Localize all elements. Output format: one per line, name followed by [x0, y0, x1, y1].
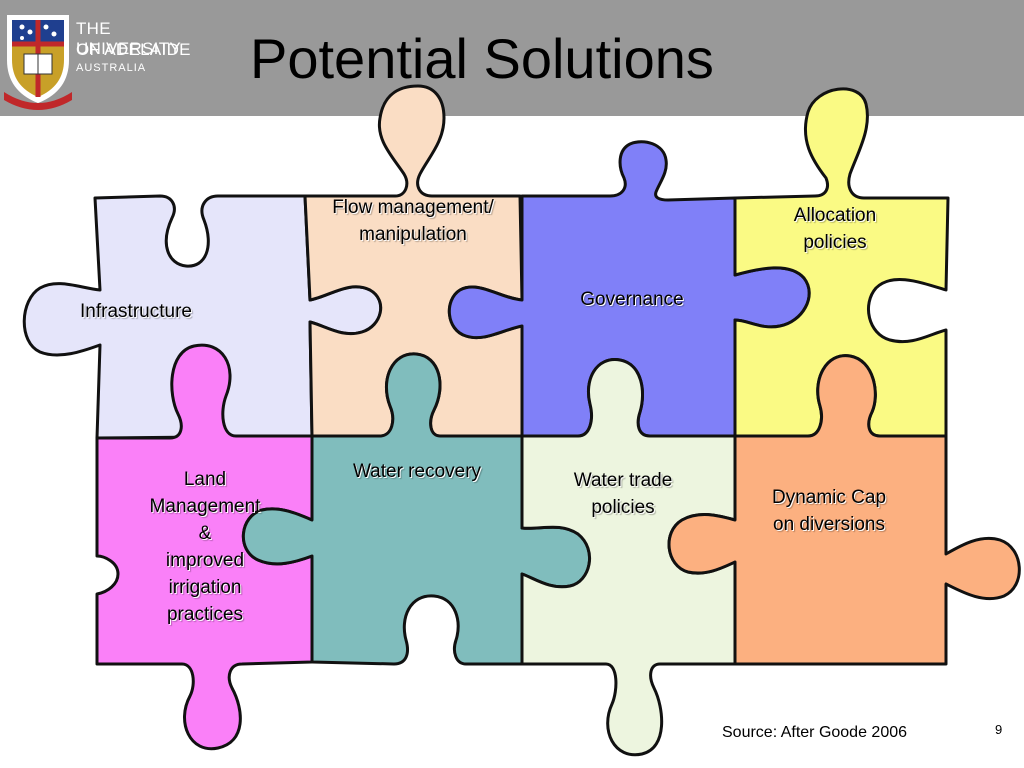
label-infrastructure-text: Infrastructure: [80, 301, 192, 322]
logo-text-line3: AUSTRALIA: [76, 62, 147, 74]
label-governance-text: Governance: [580, 289, 684, 310]
label-governance: Governance: [552, 286, 712, 313]
logo-text-line2: OF ADELAIDE: [76, 40, 191, 59]
piece-water-trade-policies: [520, 358, 737, 757]
label-infrastructure: Infrastructure: [60, 298, 212, 325]
piece-allocation-policies: [733, 87, 950, 438]
label-dynamic-cap-text: Dynamic Cap on diversions: [771, 487, 887, 535]
label-allocation-policies: Allocation policies: [764, 202, 906, 256]
label-flow-management-text: Flow management/ manipulation: [332, 197, 494, 245]
university-logo: THE UNIVERSITY OF ADELAIDE AUSTRALIA: [0, 10, 205, 110]
source-citation: Source: After Goode 2006: [722, 724, 908, 741]
label-water-trade-policies: Water trade policies: [548, 467, 698, 521]
label-water-trade-policies-text: Water trade policies: [573, 470, 673, 518]
label-land-management-text: Land Management & improved irrigation pr…: [149, 469, 261, 625]
logo-text-line1: THE UNIVERSITY: [76, 19, 182, 58]
label-land-management: Land Management & improved irrigation pr…: [116, 466, 294, 628]
label-dynamic-cap: Dynamic Cap on diversions: [744, 484, 914, 538]
label-allocation-policies-text: Allocation policies: [793, 205, 877, 253]
piece-dynamic-cap: [667, 354, 1021, 666]
page-number: 9: [995, 722, 1003, 737]
university-crest-icon: [4, 15, 72, 110]
label-water-recovery-text: Water recovery: [352, 461, 482, 482]
slide-title: Potential Solutions: [250, 27, 714, 90]
label-water-recovery: Water recovery: [322, 458, 512, 485]
label-flow-management: Flow management/ manipulation: [300, 194, 526, 248]
